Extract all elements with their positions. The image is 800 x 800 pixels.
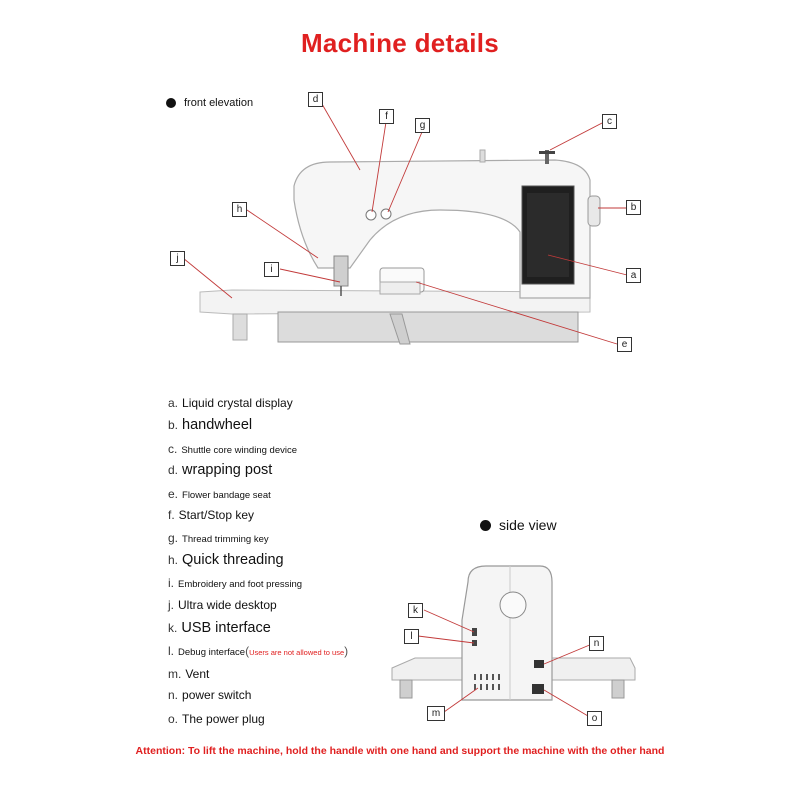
callout-m: m	[427, 706, 445, 721]
bullet-dot-icon	[166, 98, 176, 108]
legend-item-n: n. power switch	[168, 688, 252, 702]
side-view-heading: side view	[480, 517, 557, 533]
callout-h: h	[232, 202, 247, 217]
side-view-label: side view	[499, 517, 557, 533]
legend-item-c: c. Shuttle core winding device	[168, 442, 297, 456]
legend-item-e: e. Flower bandage seat	[168, 487, 271, 501]
callout-k: k	[408, 603, 423, 618]
callout-c: c	[602, 114, 617, 129]
callout-f: f	[379, 109, 394, 124]
attention-notice: Attention: To lift the machine, hold the…	[135, 745, 665, 757]
legend-item-f: f. Start/Stop key	[168, 508, 255, 522]
front-elevation-label: front elevation	[184, 97, 254, 109]
page-title: Machine details	[300, 28, 500, 58]
callout-l: l	[404, 629, 419, 644]
legend-item-d: d. wrapping post	[168, 462, 273, 478]
legend-item-i: i. Embroidery and foot pressing	[168, 576, 303, 590]
callout-b: b	[626, 200, 641, 215]
callout-j: j	[170, 251, 185, 266]
legend-item-l: l. Debug interface ( Users are not allow…	[168, 644, 349, 658]
callout-o: o	[587, 711, 602, 726]
legend-item-a: a. Liquid crystal display	[168, 396, 293, 410]
legend-item-j: j. Ultra wide desktop	[168, 598, 277, 612]
legend-item-m: m. Vent	[168, 667, 210, 681]
callout-e: e	[617, 337, 632, 352]
legend-item-b: b. handwheel	[168, 417, 253, 433]
side-view-machine-illustration	[391, 565, 636, 717]
legend-item-o: o. The power plug	[168, 712, 265, 726]
callout-a: a	[626, 268, 641, 283]
debug-warning-text: Users are not allowed to use	[249, 648, 345, 657]
callout-n: n	[589, 636, 604, 651]
callout-i: i	[264, 262, 279, 277]
legend-item-h: h. Quick threading	[168, 552, 284, 568]
front-view-machine-illustration	[182, 103, 628, 345]
legend-item-k: k. USB interface	[168, 620, 271, 636]
callout-d: d	[308, 92, 323, 107]
callout-g: g	[415, 118, 430, 133]
legend-item-g: g. Thread trimming key	[168, 531, 269, 545]
front-elevation-heading: front elevation	[166, 97, 253, 109]
bullet-dot-icon	[480, 519, 491, 531]
